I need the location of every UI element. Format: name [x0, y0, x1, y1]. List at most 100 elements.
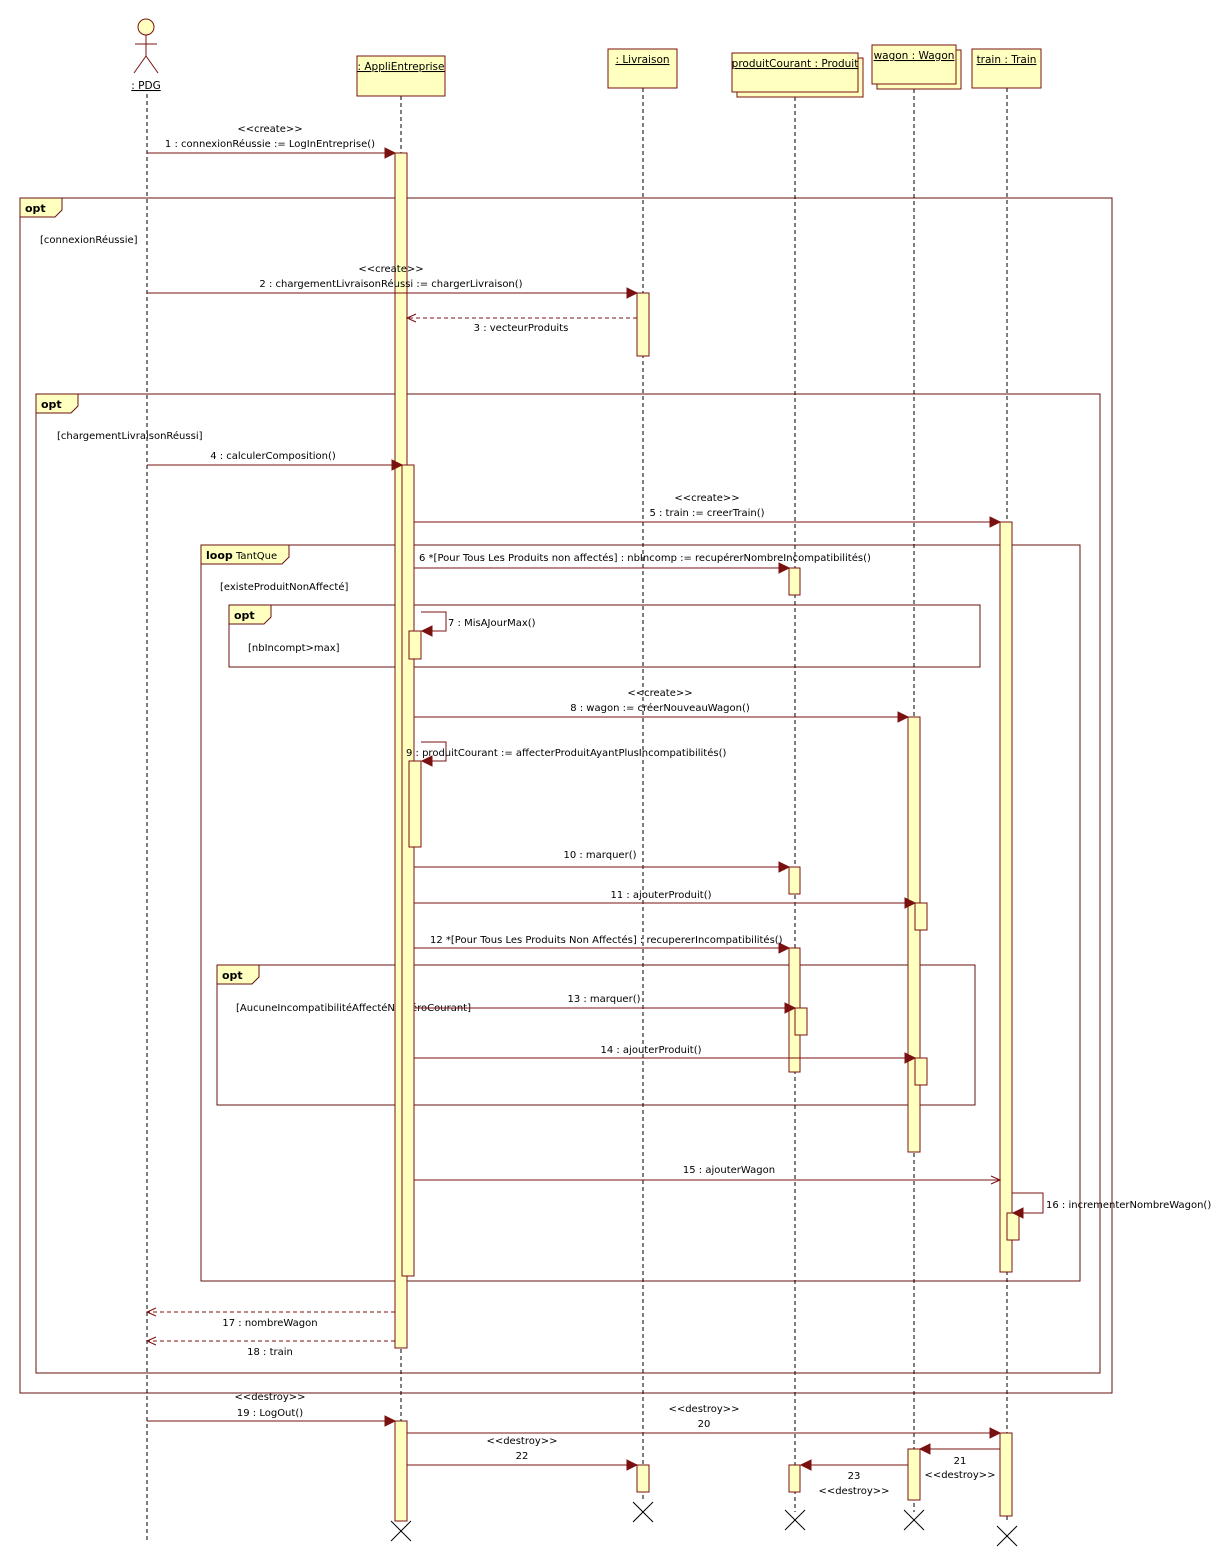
lifeline-head-appli: : AppliEntreprise [356, 55, 446, 97]
fragment-operator: opt [234, 609, 255, 622]
message-16: 16 : incrementerNombreWagon() [1011, 1192, 1211, 1219]
activation-bar-appli [408, 630, 422, 660]
fragment-border [19, 197, 1113, 1394]
activation-bar-appli [394, 1420, 408, 1522]
message-7: 7 : MisAJourMax() [420, 611, 536, 637]
open-arrowhead-icon [990, 1175, 1002, 1185]
arrowhead-icon [384, 147, 397, 159]
activation-bar-train [1006, 1212, 1020, 1241]
lifeline-label-produit: produitCourant : Produit [732, 58, 859, 70]
message-21: 21<<destroy>> [918, 1443, 1000, 1481]
activation-bar-produit [794, 1007, 808, 1036]
fragment-border [200, 544, 1081, 1282]
destroy-x-icon [390, 1520, 412, 1542]
arrowhead-icon [420, 755, 433, 767]
message-stereotype: <<create>> [358, 264, 423, 275]
message-stereotype: <<destroy>> [668, 1404, 739, 1415]
message-9: 9 : produitCourant := affecterProduitAya… [406, 741, 726, 767]
activation-bar-wagon [907, 1448, 921, 1501]
arrowhead-icon [420, 625, 433, 637]
message-label: 10 : marquer() [563, 850, 636, 861]
arrowhead-icon [778, 861, 791, 873]
arrowhead-icon [904, 897, 917, 909]
message-3: 3 : vecteurProduits [405, 313, 637, 334]
message-stereotype: <<destroy>> [486, 1436, 557, 1447]
fragment-operator: opt [25, 202, 46, 215]
message-4: 4 : calculerComposition() [147, 451, 404, 471]
arrowhead-icon [626, 287, 639, 299]
arrowhead-icon [1011, 1207, 1024, 1219]
actor-leg-right [145, 55, 159, 74]
message-label: 1 : connexionRéussie := LogInEntreprise(… [165, 138, 375, 150]
destroy-marker-appli [390, 1520, 412, 1542]
activation-bar-appli [408, 760, 422, 848]
destroy-marker-livraison [632, 1501, 654, 1523]
fragment-tab [19, 197, 63, 218]
message-stereotype: <<destroy>> [234, 1392, 305, 1403]
arrowhead-icon [384, 1415, 397, 1427]
actor-head-icon [137, 18, 155, 36]
lifeline-head-pdg: : PDG [131, 18, 161, 92]
fragment-operator: opt [222, 969, 243, 982]
arrowhead-icon [784, 1002, 797, 1014]
message-label: 7 : MisAJourMax() [448, 618, 536, 629]
combined-fragment-opt4: opt[AucuneIncompatibilitéAffectéNuméroCo… [216, 964, 976, 1106]
message-15: 15 : ajouterWagon [414, 1165, 1002, 1185]
open-arrowhead-icon [145, 1307, 157, 1317]
lifeline-head-wagon: wagon : Wagon [871, 44, 962, 90]
message-label: 18 : train [247, 1347, 293, 1358]
fragment-tab [228, 604, 272, 625]
fragment-border [216, 964, 976, 1106]
self-message-line [421, 741, 447, 762]
open-arrowhead-icon [145, 1336, 157, 1346]
message-label: 23 [848, 1471, 861, 1482]
arrowhead-icon [989, 516, 1002, 528]
object-box [731, 52, 859, 93]
message-label: 22 [516, 1451, 529, 1462]
message-label: 20 [698, 1419, 711, 1430]
destroy-marker-train [996, 1525, 1018, 1547]
lifeline-head-train: train : Train [971, 48, 1042, 89]
message-label: 15 : ajouterWagon [683, 1165, 775, 1176]
actor-leg-left [133, 55, 147, 74]
message-label: 8 : wagon := créerNouveauWagon() [570, 702, 750, 714]
message-label: 6 *[Pour Tous Les Produits non affectés]… [419, 552, 871, 564]
arrowhead-icon [799, 1459, 812, 1471]
message-12: 12 *[Pour Tous Les Produits Non Affectés… [414, 934, 791, 954]
message-label: 19 : LogOut() [237, 1408, 303, 1419]
message-stereotype: <<create>> [627, 688, 692, 699]
arrowhead-icon [778, 562, 791, 574]
combined-fragment-opt2: opt [chargementLivraisonRéussi] [35, 393, 1101, 1374]
object-box [356, 55, 446, 97]
message-label: 11 : ajouterProduit() [610, 890, 711, 901]
message-5: 5 : train := creerTrain()<<create>> [414, 493, 1002, 528]
activation-bar-wagon [907, 716, 921, 1153]
message-label: 5 : train := creerTrain() [649, 508, 764, 519]
activation-bar-produit [788, 1464, 801, 1493]
message-label: 4 : calculerComposition() [210, 451, 336, 462]
arrowhead-icon [391, 459, 404, 471]
message-stereotype: <<create>> [237, 124, 302, 135]
message-label: 17 : nombreWagon [222, 1318, 317, 1329]
message-19: 19 : LogOut() <<destroy>> [147, 1392, 397, 1427]
activation-bar-produit [788, 567, 801, 596]
fragment-tab [200, 544, 290, 565]
combined-fragment-loop: loop TantQue[existeProduitNonAffecté] [200, 544, 1081, 1282]
combined-fragment-opt1: opt[connexionRéussie] [19, 197, 1113, 1394]
lifeline-head-livraison: : Livraison [607, 48, 678, 89]
lifeline-label-wagon: wagon : Wagon [874, 50, 955, 62]
destroy-marker-produit [784, 1509, 806, 1531]
activation-bar-livraison [636, 1464, 650, 1493]
destroy-x-icon [996, 1525, 1018, 1547]
message-label: 3 : vecteurProduits [474, 323, 569, 334]
object-box [971, 48, 1042, 89]
fragment-guard: [chargementLivraisonRéussi] [57, 430, 203, 442]
message-6: 6 *[Pour Tous Les Produits non affectés]… [414, 552, 871, 574]
open-arrowhead-icon [405, 313, 417, 323]
object-box [607, 48, 678, 89]
lifeline-head-produit: produitCourant : Produit [731, 52, 864, 98]
fragment-border [228, 604, 981, 668]
object-box [871, 44, 957, 85]
destroy-x-icon [784, 1509, 806, 1531]
